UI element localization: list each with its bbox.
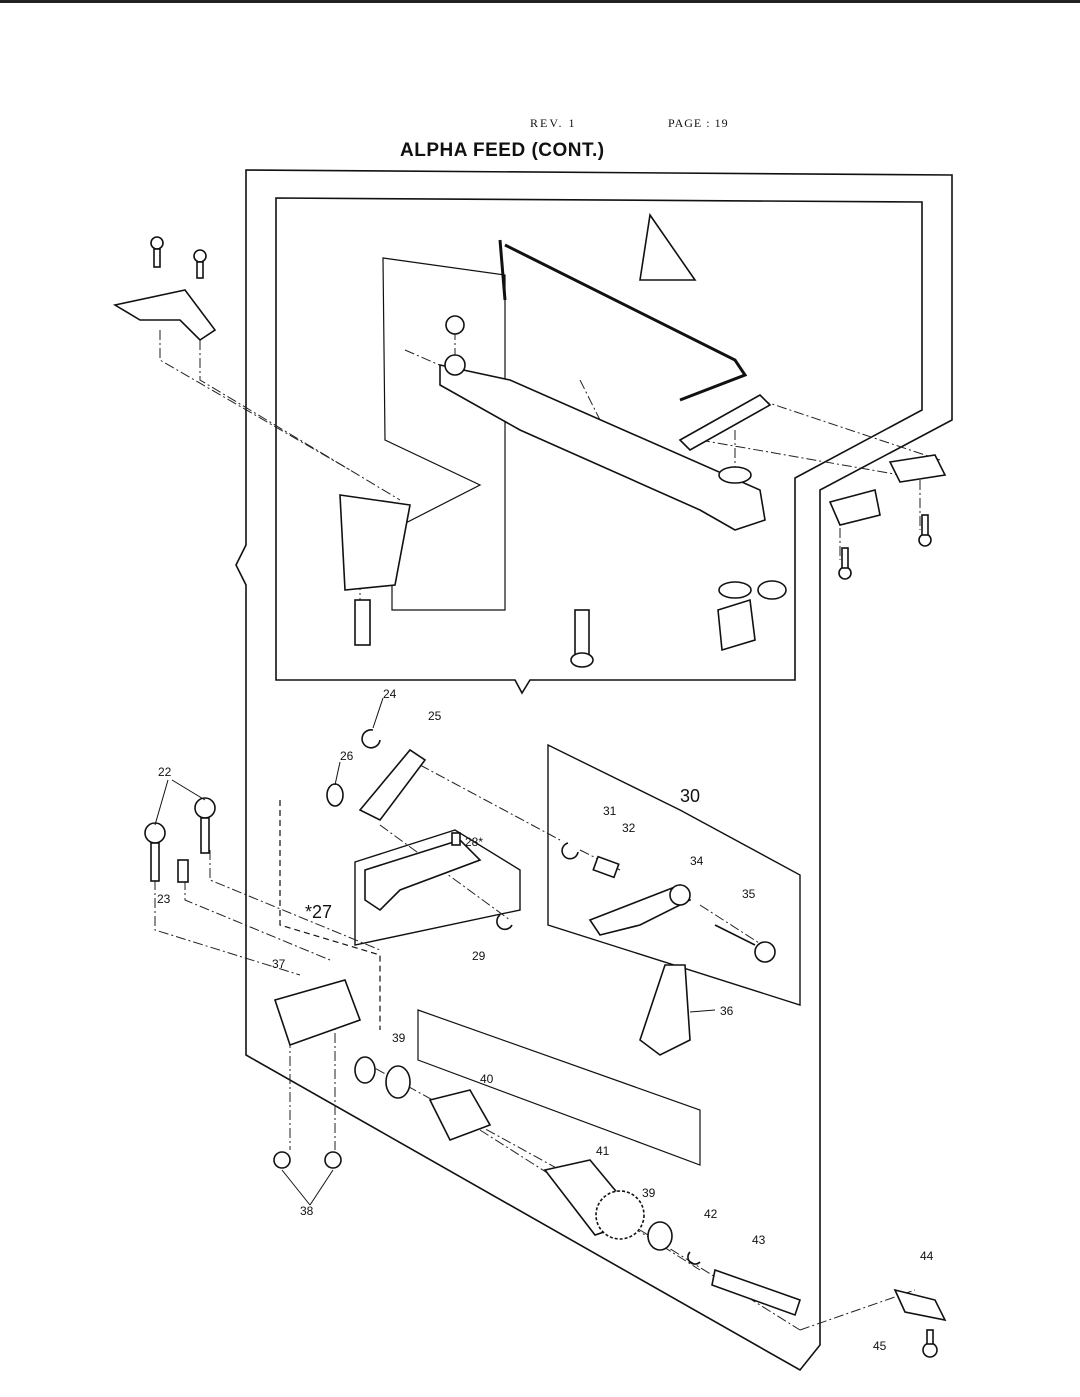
callout-34: 34 (690, 854, 704, 868)
callout-43: 43 (752, 1233, 766, 1247)
washer (718, 466, 752, 484)
part-28-set-screw (451, 832, 461, 846)
part-40-collar (428, 1089, 492, 1142)
bracket-subassembly-outline (279, 800, 381, 1030)
callout-27: *27 (305, 902, 332, 922)
part-26-pin (326, 783, 344, 807)
callout-32: 32 (622, 821, 636, 835)
callout-23: 23 (157, 892, 171, 906)
page-number: PAGE : 19 (668, 116, 729, 130)
part-43-shaft (711, 1268, 802, 1317)
callout-39: 39 (392, 1031, 406, 1045)
part-38-nut-a (273, 1151, 291, 1169)
part-39-washer-2 (647, 1221, 673, 1251)
callout-44: 44 (920, 1249, 934, 1263)
bracket-plate (112, 289, 217, 342)
mid-bracket (339, 494, 411, 591)
link-subassembly-box-30 (547, 743, 801, 1006)
callout-38: 38 (300, 1204, 314, 1218)
part-32-spring (592, 855, 620, 879)
part-38-nut-b (324, 1151, 342, 1169)
fork-subassembly-box-27 (354, 829, 521, 946)
outer-frame (235, 169, 953, 1372)
page-title: ALPHA FEED (CONT.) (400, 140, 605, 161)
part-31-retaining-ring (561, 842, 579, 860)
callout-31: 31 (603, 804, 617, 818)
part-35-ball-pin (714, 924, 756, 946)
screw-head-b (193, 249, 207, 263)
callout-26: 26 (340, 749, 354, 763)
part-29-retaining-ring (496, 914, 513, 931)
rod-hook (639, 212, 697, 281)
callout-36: 36 (720, 1004, 734, 1018)
callout-42: 42 (704, 1207, 718, 1221)
callout-37: 37 (272, 957, 286, 971)
arm-subassembly-outline (382, 257, 506, 611)
callout-22: 22 (158, 765, 172, 779)
right-plate-lower (828, 489, 881, 526)
part-37-block (273, 979, 362, 1047)
right-plate-upper (888, 454, 947, 483)
part-42-retaining-ring (687, 1251, 701, 1265)
callout-24: 24 (383, 687, 397, 701)
part-34-lever (588, 884, 692, 936)
feed-rod (498, 239, 748, 402)
top-rule (0, 0, 1080, 3)
callout-41: 41 (596, 1144, 610, 1158)
callout-45: 45 (873, 1339, 887, 1353)
part-24-retaining-ring (361, 729, 381, 749)
part-36-crank (639, 964, 691, 1056)
callout-39-b: 39 (642, 1186, 656, 1200)
feed-arm (439, 364, 766, 531)
callout-40: 40 (480, 1072, 494, 1086)
upper-assembly-box (275, 197, 923, 695)
part-22-bolt-a (144, 822, 166, 844)
pin-shaft (678, 394, 772, 451)
part-27-fork (364, 839, 482, 912)
part-39-washer (385, 1065, 411, 1099)
callout-25: 25 (428, 709, 442, 723)
part-25-link (358, 748, 427, 822)
callout-30: 30 (680, 786, 700, 806)
callout-35: 35 (742, 887, 756, 901)
part-23-spring (177, 859, 189, 883)
part-22-bolt-b (194, 797, 216, 819)
callout-28: 28* (465, 835, 483, 849)
shaft-subassembly-outline (417, 1009, 701, 1166)
part-45-screw (922, 1342, 938, 1358)
screw-head-a (150, 236, 164, 250)
callout-29: 29 (472, 949, 486, 963)
revision-label: REV. 1 (530, 116, 577, 130)
arm-hub (717, 598, 756, 652)
part-44-plate (893, 1288, 947, 1322)
